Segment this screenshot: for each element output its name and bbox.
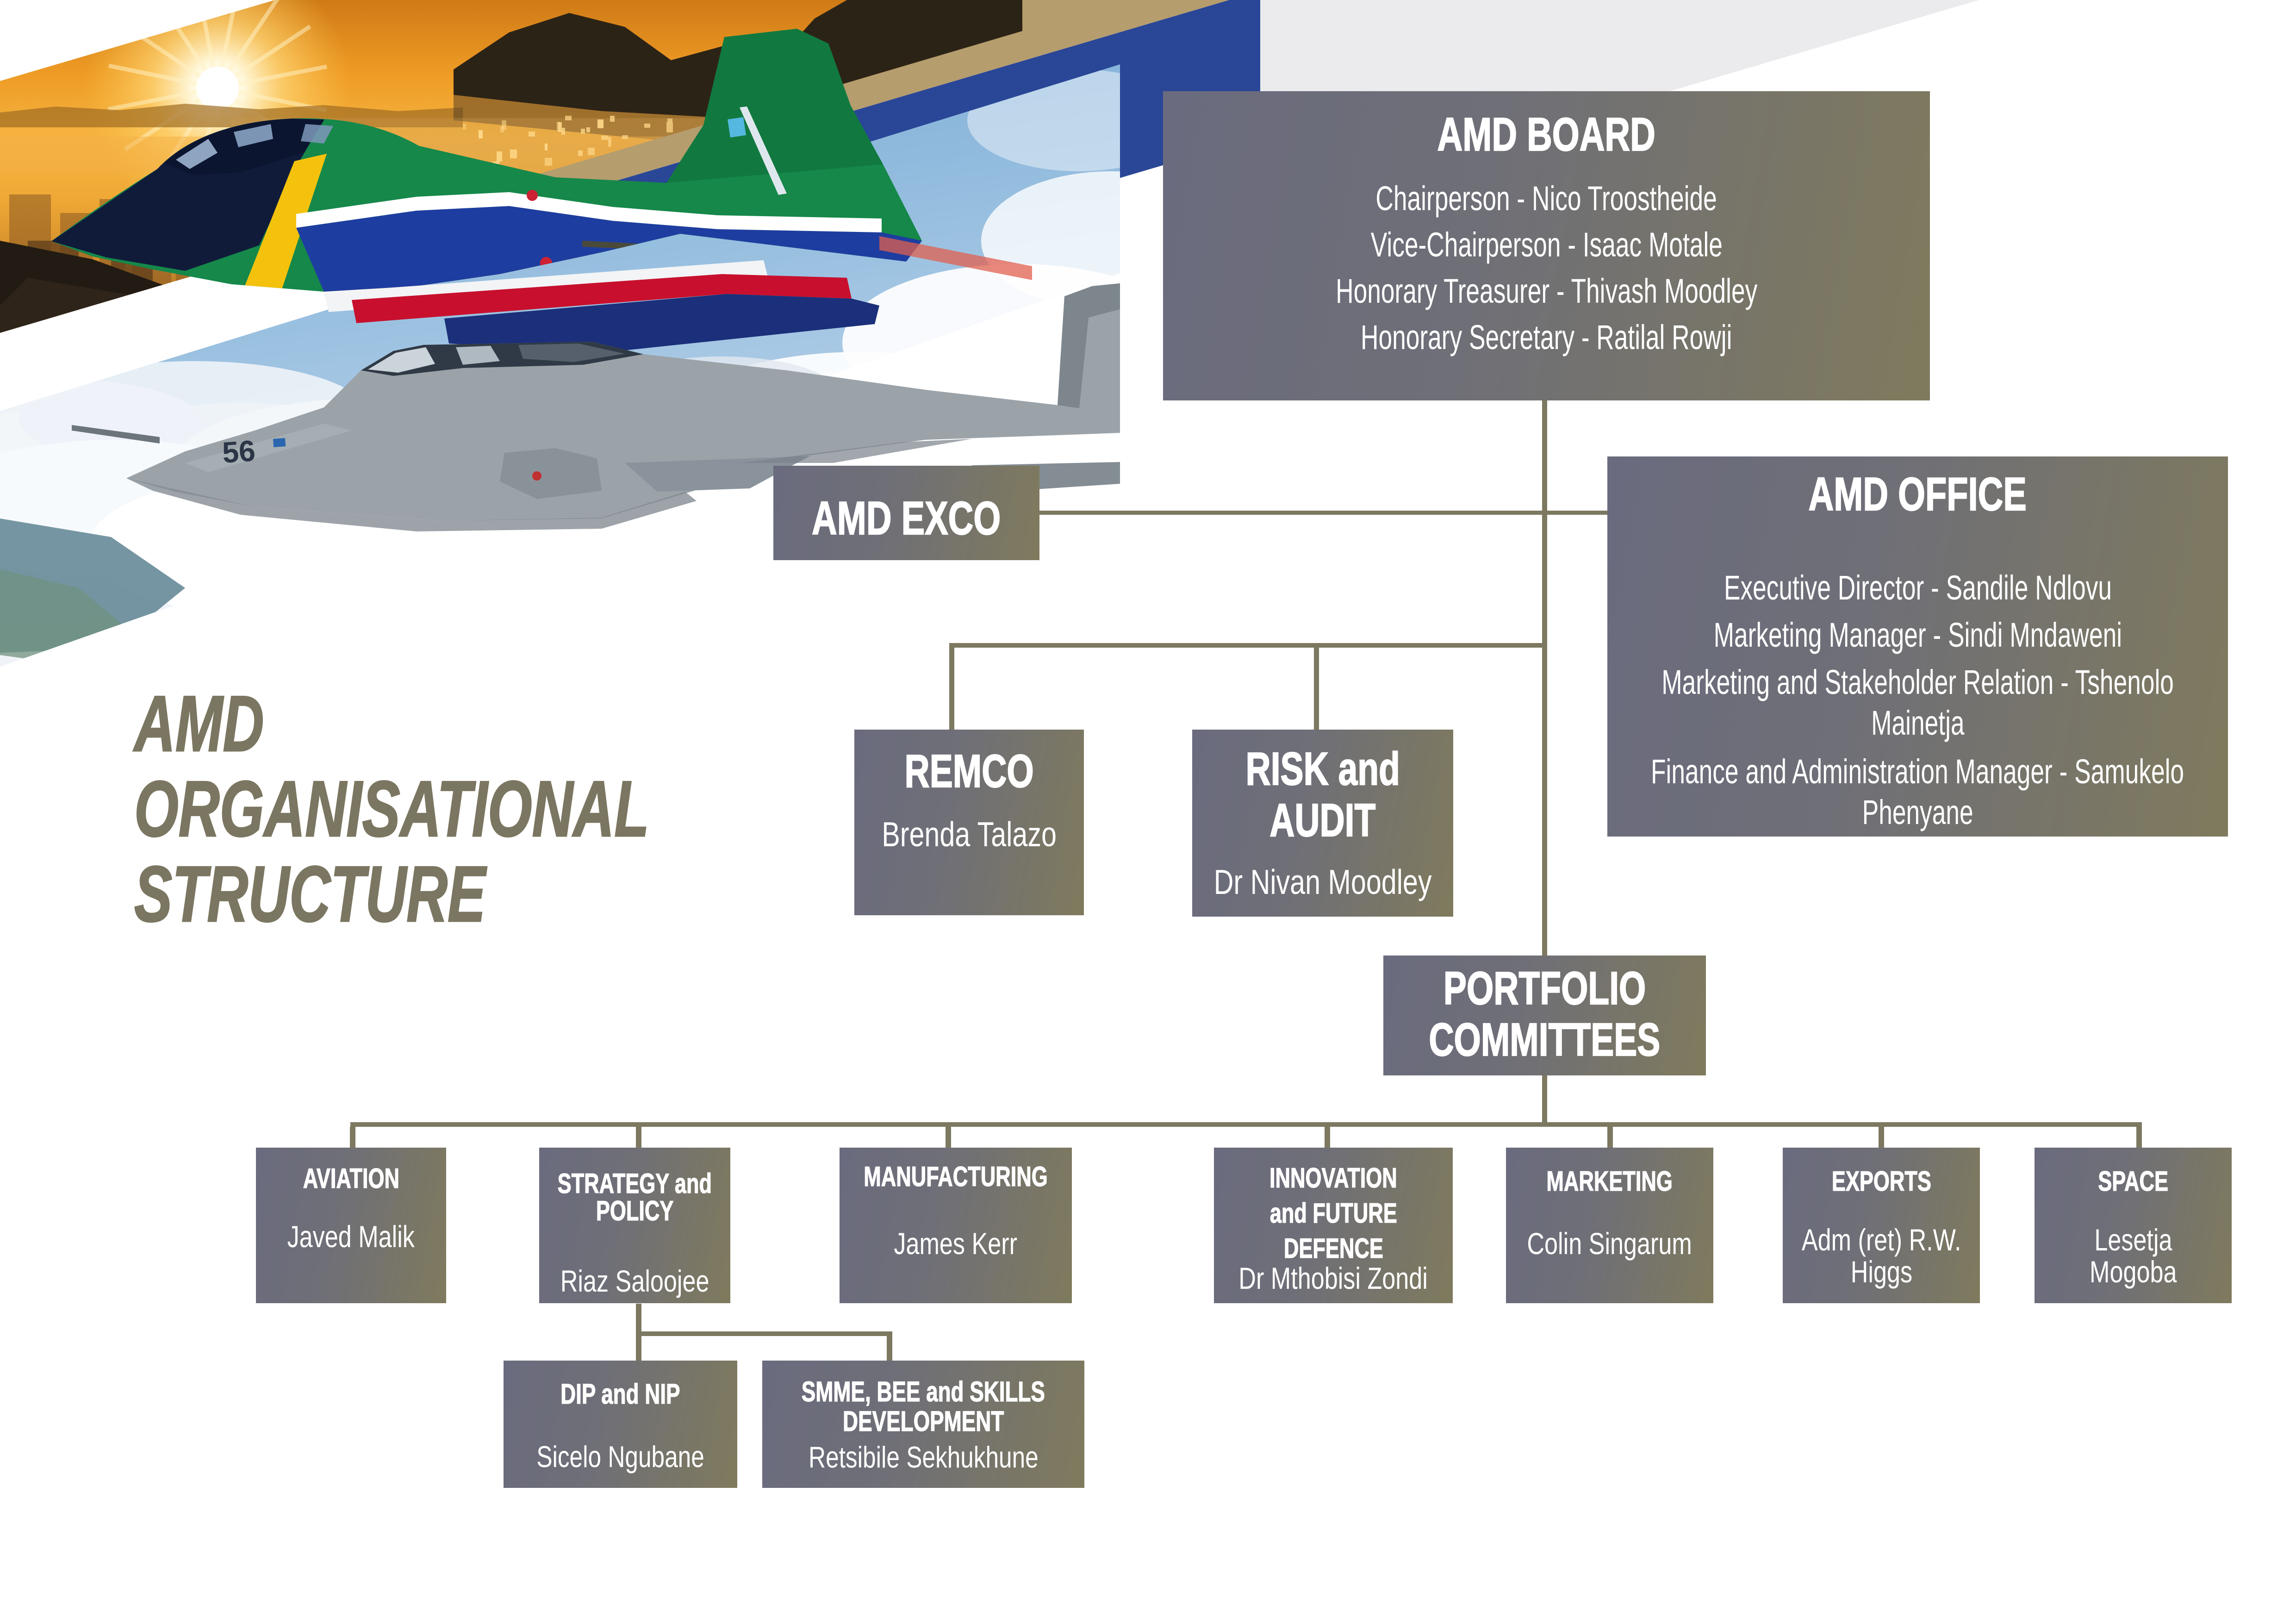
svg-text:56: 56 (221, 434, 256, 469)
